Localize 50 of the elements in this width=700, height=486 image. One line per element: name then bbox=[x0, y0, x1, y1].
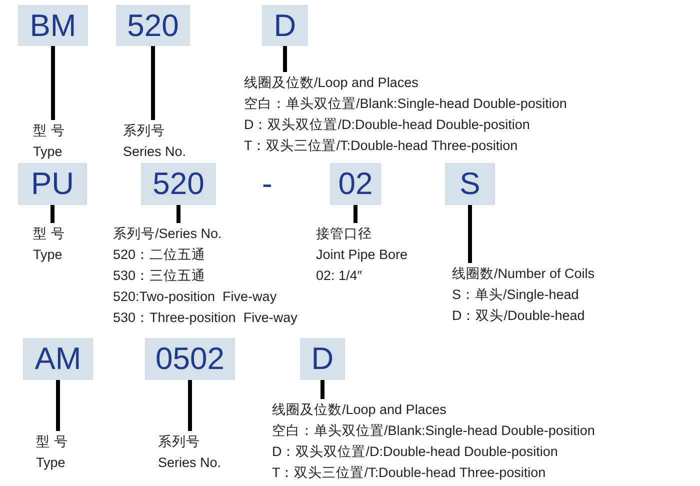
description-text: 530：三位五通 bbox=[113, 267, 206, 285]
description-heading: 型 号 bbox=[33, 122, 65, 140]
description-text: D：双头/Double-head bbox=[452, 307, 585, 325]
code-box: 0502 bbox=[145, 338, 235, 380]
description-heading: 系列号 bbox=[123, 122, 165, 140]
description-text: Type bbox=[36, 454, 66, 472]
description-text: 空白：单头双位置/Blank:Single-head Double-position bbox=[272, 422, 595, 440]
description-heading: 系列号/Series No. bbox=[113, 225, 222, 243]
connector-line bbox=[56, 380, 60, 431]
code-box: AM bbox=[23, 338, 93, 380]
connector-line bbox=[468, 205, 472, 263]
description-text: 520：二位五通 bbox=[113, 246, 206, 264]
description-text: T：双头三位置/T:Double-head Three-position bbox=[244, 137, 518, 155]
description-heading: 接管口径 bbox=[316, 225, 372, 243]
connector-line bbox=[283, 46, 287, 72]
connector-line bbox=[50, 205, 54, 223]
code-box: PU bbox=[18, 163, 87, 205]
description-heading: 线圈数/Number of Coils bbox=[452, 265, 595, 283]
connector-line bbox=[176, 205, 180, 223]
description-text: S：单头/Single-head bbox=[452, 286, 579, 304]
code-box: S bbox=[445, 163, 495, 205]
description-text: Series No. bbox=[123, 143, 186, 161]
code-box: BM bbox=[18, 5, 88, 46]
description-text: Joint Pipe Bore bbox=[316, 246, 408, 264]
description-text: Type bbox=[33, 246, 62, 264]
code-box: 520 bbox=[116, 5, 190, 46]
description-text: Series No. bbox=[158, 454, 222, 472]
code-box: 520 bbox=[141, 163, 216, 205]
connector-line bbox=[320, 380, 324, 399]
connector-line bbox=[188, 380, 192, 431]
description-text: 530：Three-position Five-way bbox=[113, 309, 298, 327]
description-text: D：双头双位置/D:Double-head Double-position bbox=[244, 116, 530, 134]
code-box: D bbox=[262, 5, 308, 46]
description-heading: 系列号 bbox=[158, 433, 200, 451]
code-box: D bbox=[300, 338, 345, 380]
description-text: 02: 1/4″ bbox=[316, 267, 362, 285]
description-heading: 型 号 bbox=[36, 433, 68, 451]
description-text: 空白：单头双位置/Blank:Single-head Double-position bbox=[244, 95, 567, 113]
connector-line bbox=[354, 205, 358, 223]
description-text: Type bbox=[33, 143, 62, 161]
code-box: 02 bbox=[330, 163, 381, 205]
description-heading: 线圈及位数/Loop and Places bbox=[244, 74, 418, 92]
description-text: D：双头双位置/D:Double-head Double-position bbox=[272, 443, 558, 461]
description-text: T：双头三位置/T:Double-head Three-position bbox=[272, 464, 546, 482]
description-text: 520:Two-position Five-way bbox=[113, 288, 277, 306]
separator-dash: - bbox=[262, 166, 272, 202]
connector-line bbox=[51, 46, 55, 120]
description-heading: 线圈及位数/Loop and Places bbox=[272, 401, 446, 419]
connector-line bbox=[151, 46, 155, 120]
description-heading: 型 号 bbox=[33, 225, 65, 243]
